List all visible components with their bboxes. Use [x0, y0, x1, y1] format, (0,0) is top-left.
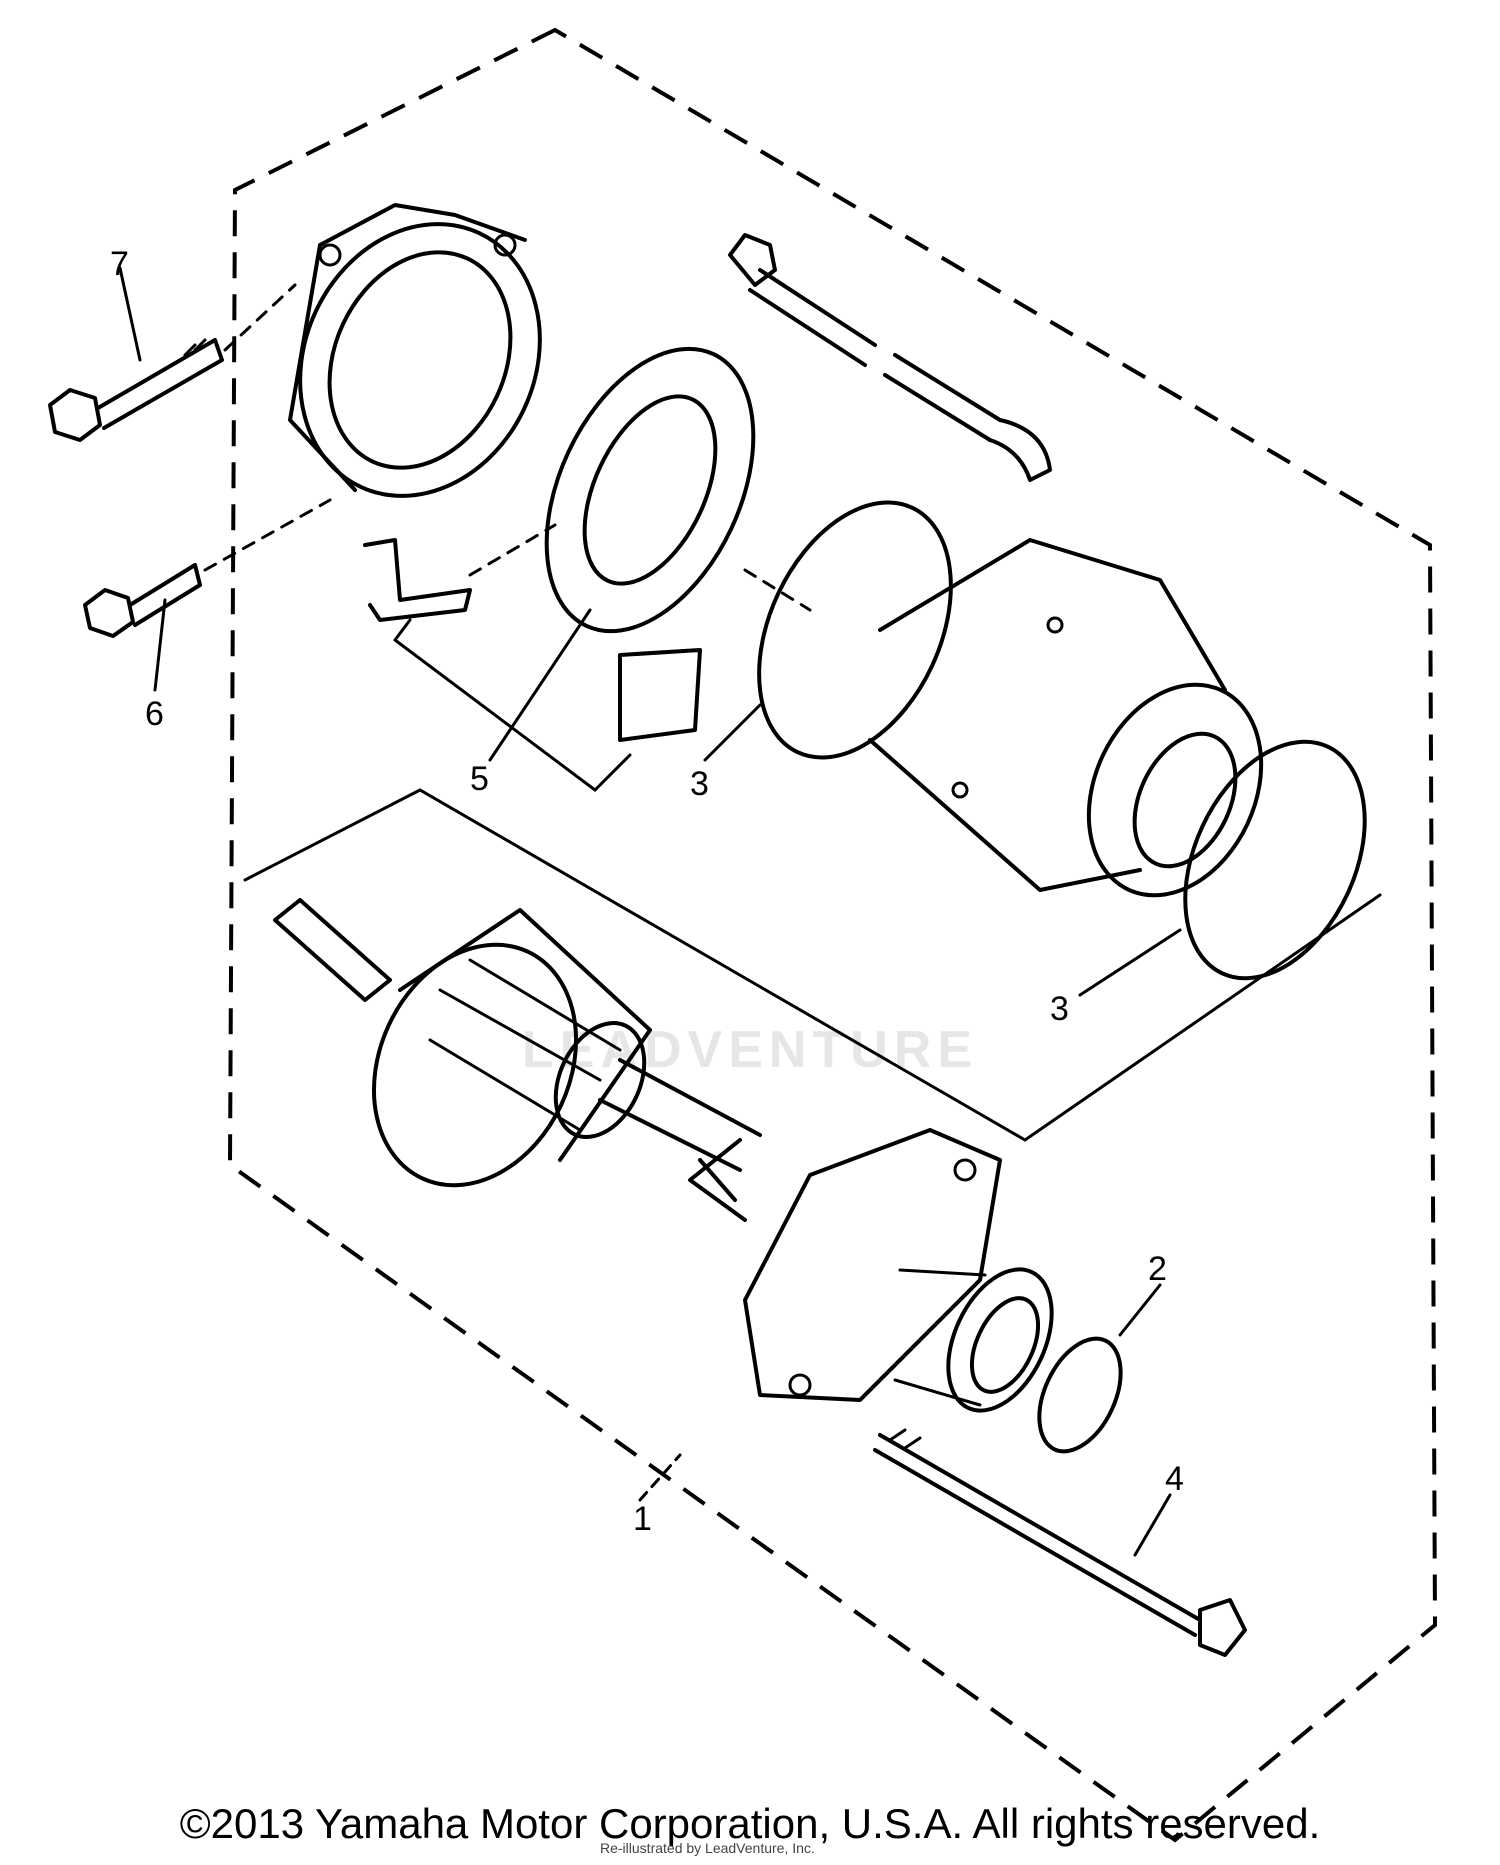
armature-part: [273, 898, 762, 1222]
yoke-part: [703, 500, 1367, 997]
assembly-boundary: [227, 27, 1438, 1843]
bolt-6-part: [83, 498, 332, 692]
rear-cover-part: [743, 1128, 1054, 1413]
callout-6: 6: [145, 695, 164, 733]
callout-3-lower: 3: [1050, 990, 1069, 1028]
yoke-bracket-line: [243, 788, 1382, 1142]
copyright-notice: ©2013 Yamaha Motor Corporation, U.S.A. A…: [179, 1800, 1321, 1847]
bolt-7-part: [48, 266, 297, 442]
leadventure-watermark: LEADVENTURE: [521, 1021, 979, 1079]
callout-5: 5: [470, 760, 489, 798]
o-ring-2-part: [1037, 1336, 1123, 1454]
callout-1: 1: [633, 1500, 652, 1538]
callout-3-upper: 3: [690, 765, 709, 803]
callout-4: 4: [1165, 1460, 1184, 1498]
callout-2: 2: [1148, 1250, 1167, 1288]
brush-holder-plate-part: [363, 346, 756, 792]
front-cover-part: [288, 203, 542, 498]
callout-7: 7: [110, 245, 129, 283]
redrawn-credit: Re-illustrated by LeadVenture, Inc.: [600, 1840, 815, 1856]
through-bolt-4-part: [873, 1428, 1247, 1657]
lead-wire-part: [728, 233, 1052, 482]
